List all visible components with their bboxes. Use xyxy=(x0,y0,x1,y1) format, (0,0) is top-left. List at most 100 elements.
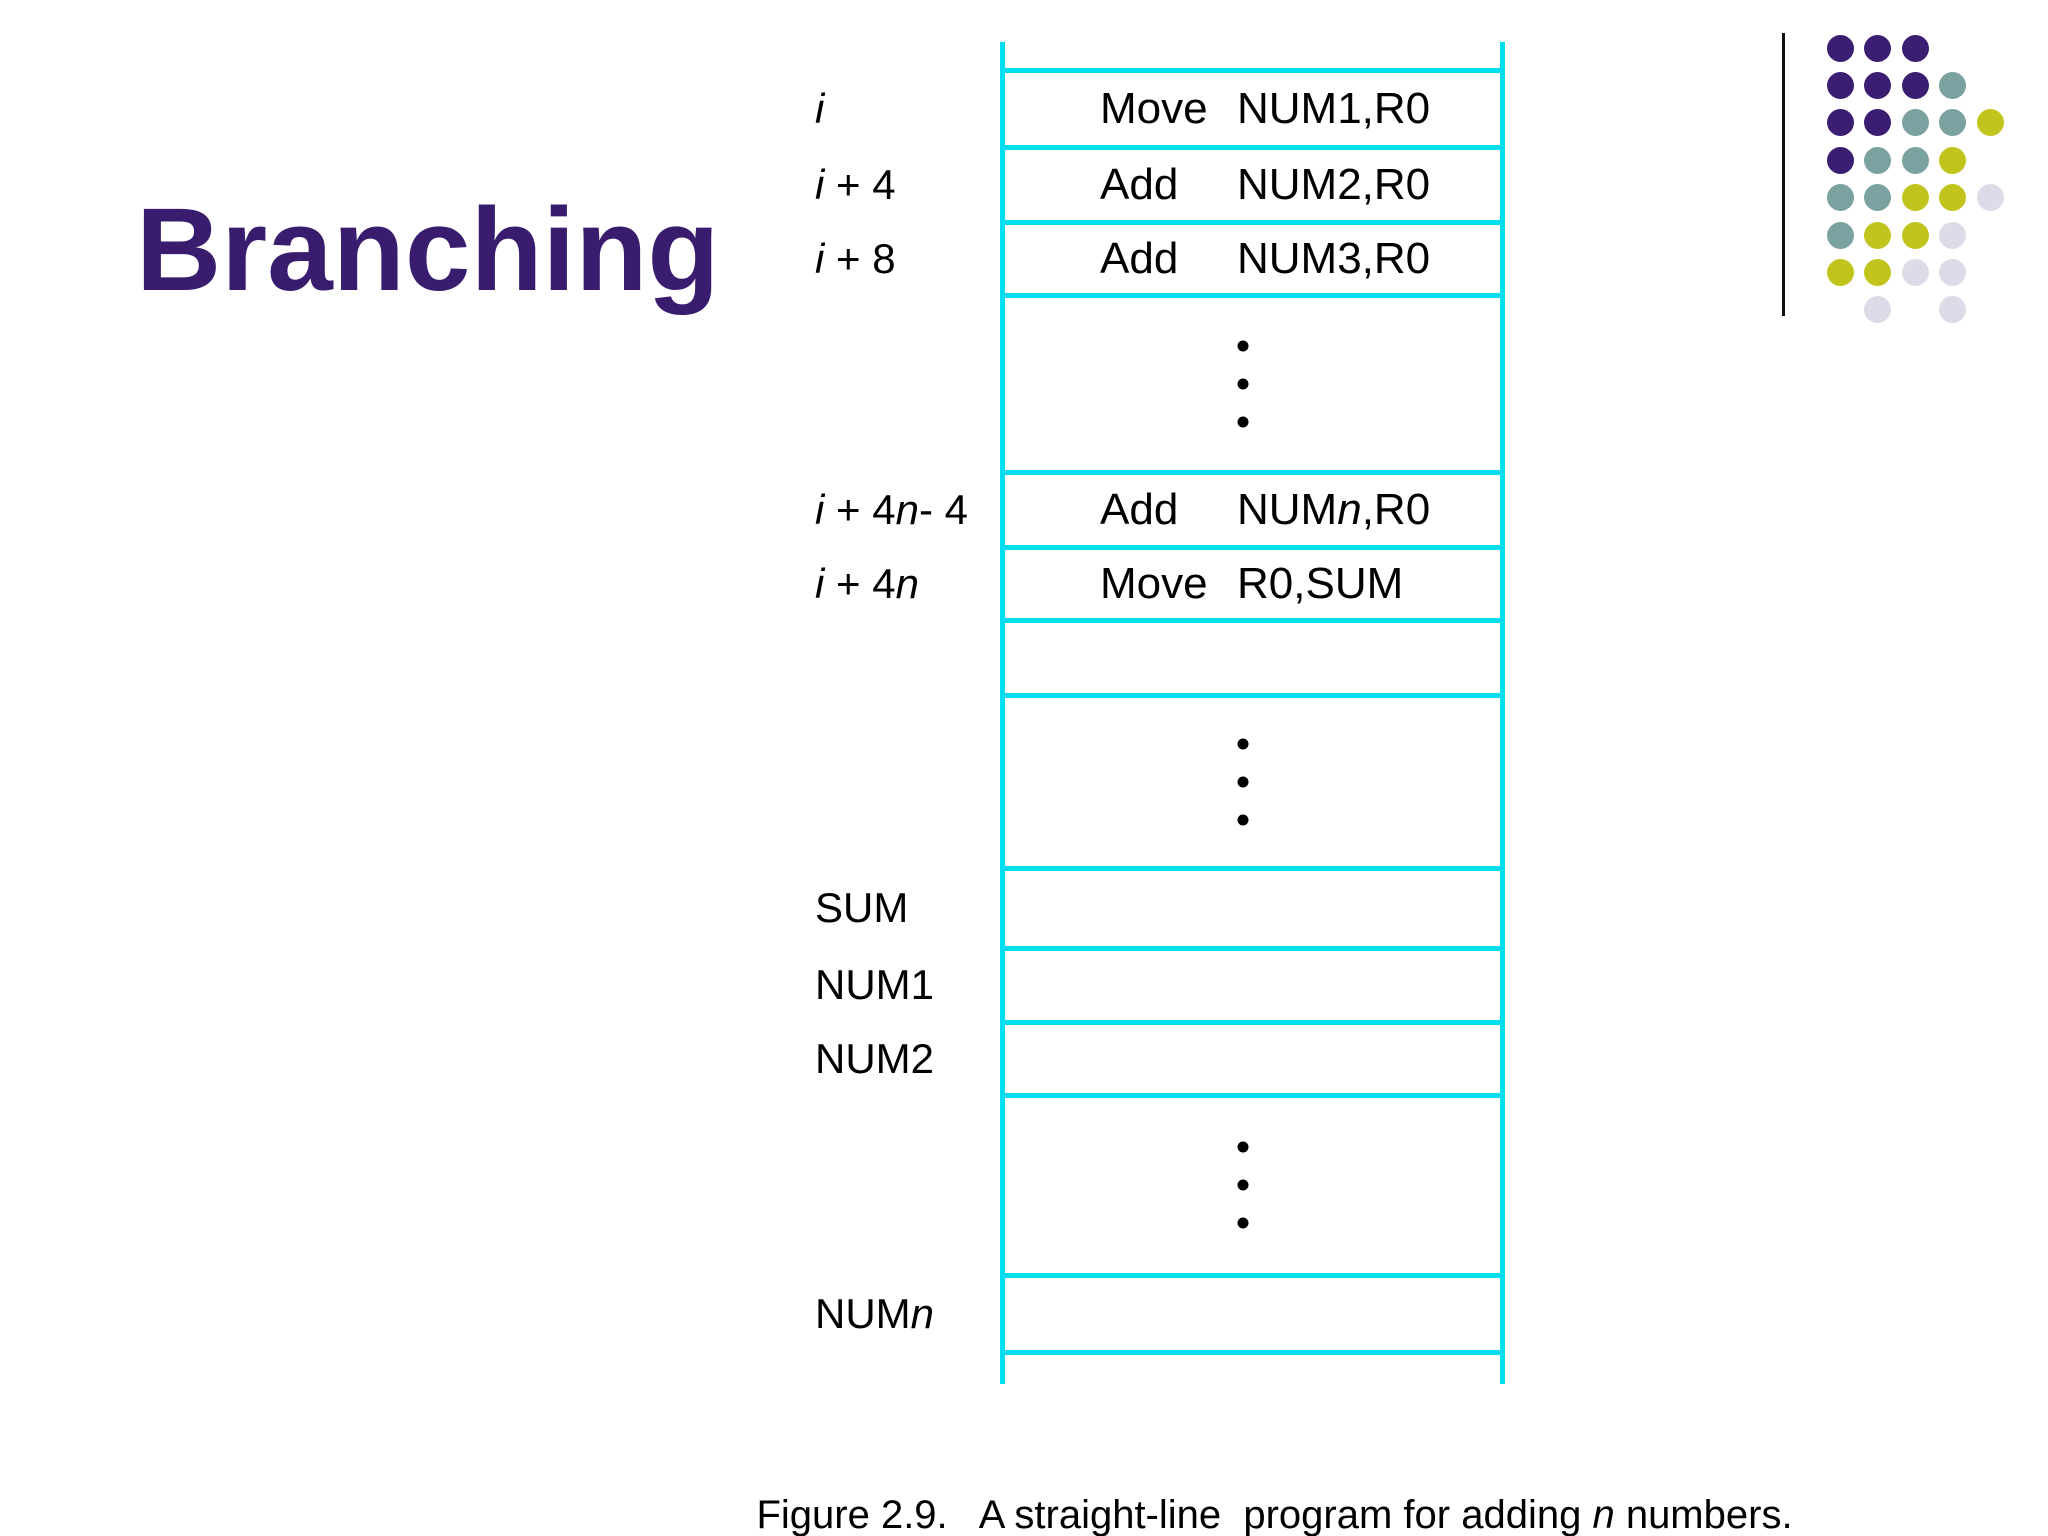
decor-dot xyxy=(1826,71,1854,99)
decor-dot xyxy=(1976,184,2004,212)
decor-dot xyxy=(1826,34,1854,62)
ellipsis-dot xyxy=(1237,738,1249,749)
decor-dot xyxy=(1901,184,1929,212)
ladder-rung xyxy=(1000,1350,1505,1355)
ladder-rung xyxy=(1000,545,1505,550)
decor-dot xyxy=(1826,109,1854,137)
plain-text: NUM1 xyxy=(815,961,935,1008)
decor-dot xyxy=(1864,184,1892,212)
plain-text: + 4 xyxy=(824,160,896,208)
plain-text: NUM2,R0 xyxy=(1237,159,1431,209)
ladder-rung xyxy=(1000,618,1505,623)
decor-dot xyxy=(1826,258,1854,286)
decor-dot xyxy=(1939,221,1967,249)
address-label: NUM2 xyxy=(815,1022,934,1095)
ellipsis-dot xyxy=(1237,378,1249,389)
decor-dot xyxy=(1864,146,1892,174)
variable-text: n xyxy=(1337,484,1362,534)
caption-text-end: numbers. xyxy=(1614,1493,1793,1536)
plain-text: + 4 xyxy=(824,485,896,533)
figure-caption: Figure 2.9. A straight-line program for … xyxy=(712,1448,1793,1536)
ladder-left-rail xyxy=(1000,42,1005,1384)
ladder-rung xyxy=(1000,220,1505,225)
decor-dot xyxy=(1901,146,1929,174)
ellipsis-dots xyxy=(1237,1141,1249,1229)
plain-text: NUM3,R0 xyxy=(1237,233,1431,283)
caption-text: Figure 2.9. A straight-line program for … xyxy=(756,1493,1593,1536)
ladder-rung xyxy=(1000,866,1505,871)
address-label: i xyxy=(815,70,824,147)
address-label: i + 8 xyxy=(815,222,896,295)
variable-text: i xyxy=(815,559,825,607)
page-title: Branching xyxy=(136,184,720,316)
plain-text: R0,SUM xyxy=(1237,558,1404,608)
ladder-rung xyxy=(1000,145,1505,150)
instruction-mnemonic: Add xyxy=(1100,159,1179,209)
decor-dot xyxy=(1901,258,1929,286)
decor-dot xyxy=(1901,221,1929,249)
ladder-rung xyxy=(1000,693,1505,698)
plain-text: + 4 xyxy=(824,559,896,607)
ellipsis-dot xyxy=(1237,776,1249,787)
decor-dot xyxy=(1939,109,1967,137)
plain-text: NUM xyxy=(1237,484,1338,534)
decor-dot xyxy=(1939,296,1967,324)
decor-dot xyxy=(1939,258,1967,286)
variable-text: i xyxy=(815,234,825,282)
vertical-rule xyxy=(1782,33,1785,316)
ellipsis-dots xyxy=(1237,340,1249,427)
variable-text: n xyxy=(895,559,919,607)
ladder-rung xyxy=(1000,68,1505,73)
ladder-right-rail xyxy=(1500,42,1505,1384)
decor-dot xyxy=(1864,296,1892,324)
plain-text: + 8 xyxy=(824,234,896,282)
instruction-operand: NUM2,R0 xyxy=(1237,147,1430,222)
plain-text: NUM2 xyxy=(815,1034,935,1082)
ellipsis-dot xyxy=(1237,1217,1249,1229)
instruction-mnemonic: Add xyxy=(1100,484,1179,534)
variable-text: n xyxy=(910,1289,935,1337)
plain-text: SUM xyxy=(815,884,909,931)
ladder-rung xyxy=(1000,1020,1505,1025)
address-label: NUM1 xyxy=(815,948,934,1022)
decor-dot xyxy=(1939,146,1967,174)
ellipsis-dot xyxy=(1237,416,1249,427)
decor-dot xyxy=(1901,71,1929,99)
ladder-rung xyxy=(1000,1273,1505,1278)
address-label: SUM xyxy=(815,868,908,948)
decor-dot xyxy=(1826,184,1854,212)
instruction-mnemonic: Move xyxy=(1100,558,1208,608)
decor-dot xyxy=(1939,71,1967,99)
ladder-rung xyxy=(1000,293,1505,298)
plain-text: - 4 xyxy=(918,485,968,533)
caption-variable-n: n xyxy=(1592,1493,1615,1536)
plain-text: NUM xyxy=(815,1289,911,1337)
ladder-rung xyxy=(1000,470,1505,475)
decor-dot xyxy=(1901,109,1929,137)
decor-dot xyxy=(1826,146,1854,174)
ellipsis-dot xyxy=(1237,814,1249,825)
decor-dot xyxy=(1864,221,1892,249)
decor-dot xyxy=(1939,184,1967,212)
instruction-mnemonic: Move xyxy=(1100,83,1208,133)
decor-dot xyxy=(1826,221,1854,249)
address-label: i + 4 xyxy=(815,147,896,222)
variable-text: i xyxy=(815,485,825,533)
decor-dot xyxy=(1976,109,2004,137)
plain-text: NUM1,R0 xyxy=(1237,83,1431,133)
decor-dot xyxy=(1864,71,1892,99)
instruction-operand: NUM1,R0 xyxy=(1237,70,1430,147)
variable-text: n xyxy=(895,485,919,533)
instruction-operand: NUM3,R0 xyxy=(1237,222,1430,295)
ellipsis-dot xyxy=(1237,340,1249,351)
variable-text: i xyxy=(815,84,825,132)
ellipsis-dots xyxy=(1237,738,1249,825)
decor-dot xyxy=(1864,109,1892,137)
